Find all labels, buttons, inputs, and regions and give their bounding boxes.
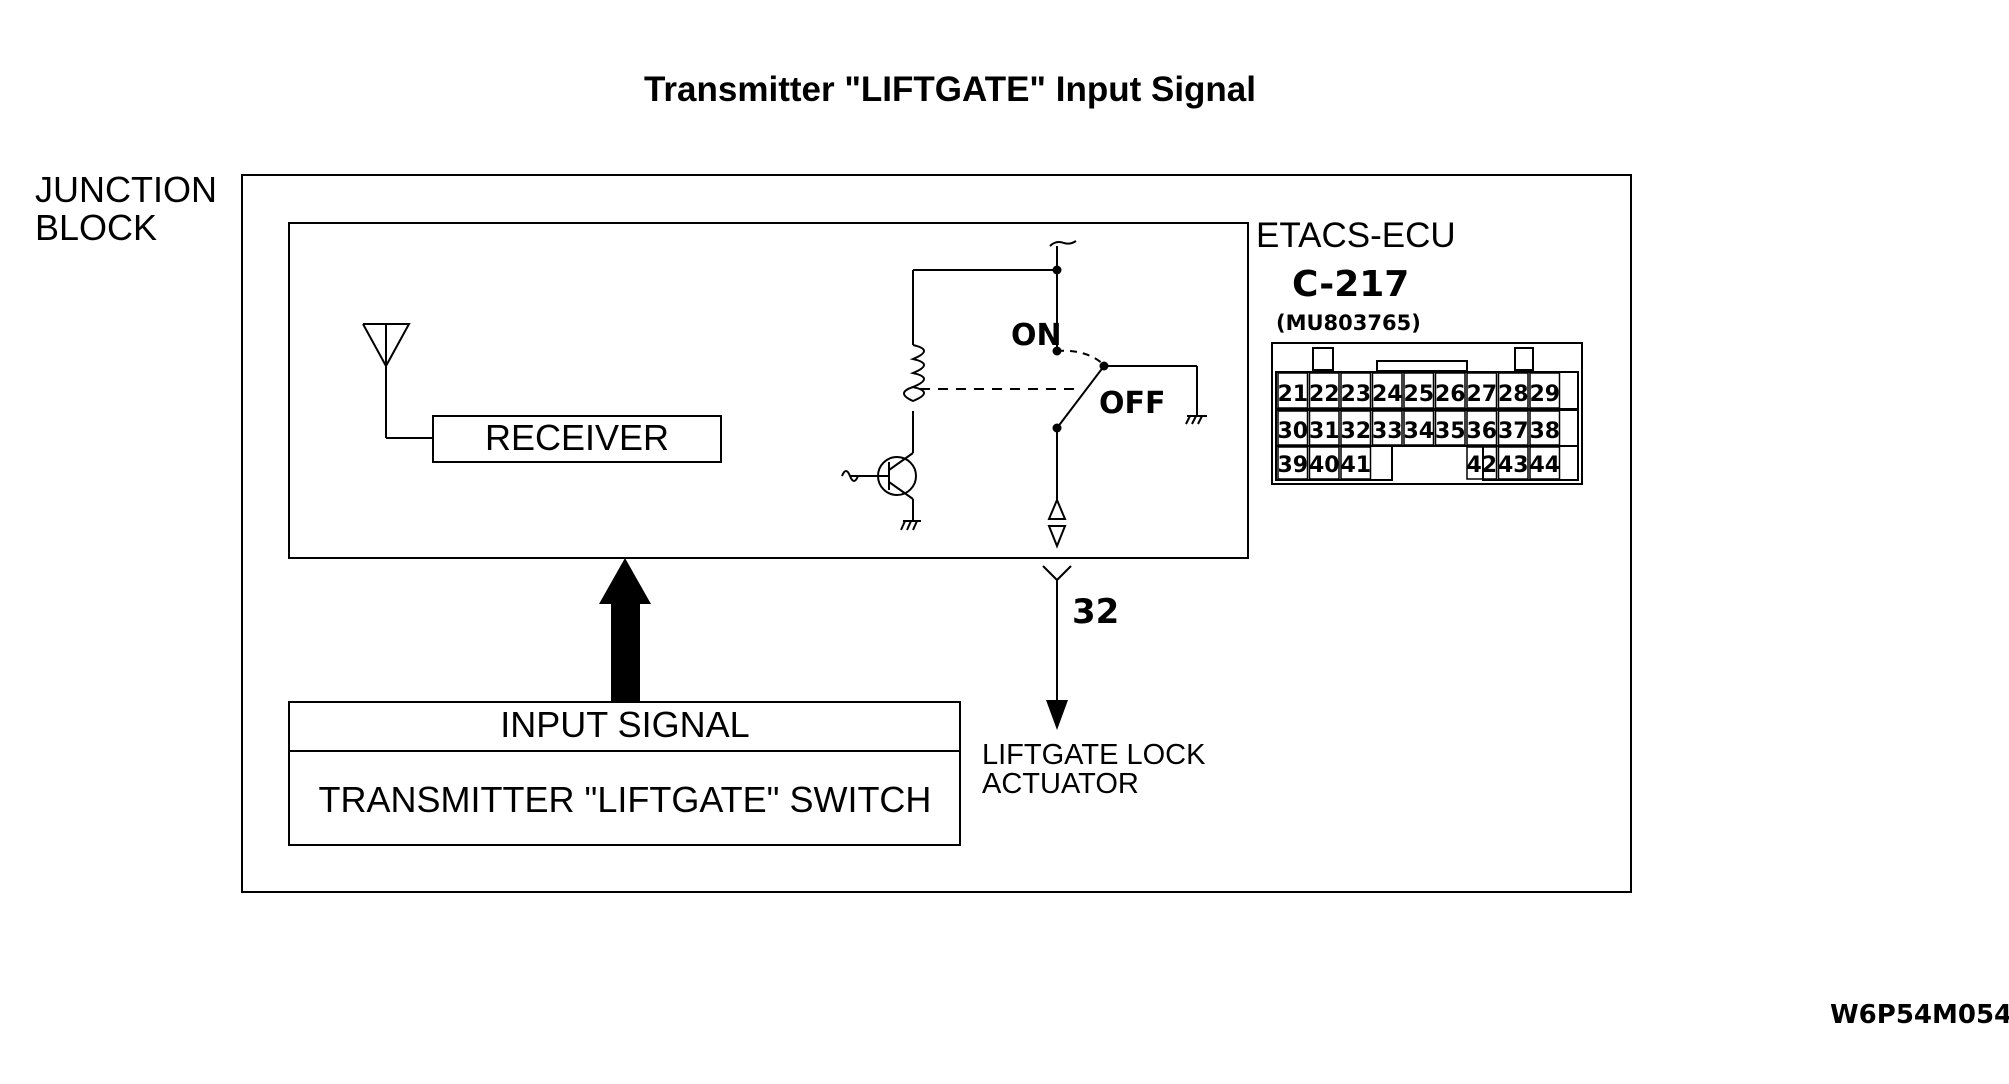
connector-pin-cell [1466, 410, 1498, 446]
terminal-number-label: 32 [1072, 592, 1119, 632]
connector-pin-cell [1434, 410, 1466, 446]
connector-pin-number: 30 [1277, 419, 1308, 444]
connector-pin-number: 21 [1277, 382, 1308, 407]
connector-pin-cell [1403, 372, 1435, 409]
connector-pin-cell [1277, 410, 1309, 446]
connector-pin-number: 38 [1529, 419, 1560, 444]
connector-pin-cell [1497, 410, 1529, 446]
relay-nodes [1052, 265, 1109, 433]
input-signal-box [288, 701, 961, 846]
connector-pin-cell [1308, 372, 1340, 409]
part-number-label: (MU803765) [1276, 311, 1421, 335]
connector-label: C-217 [1292, 264, 1409, 305]
receiver-box [432, 415, 722, 463]
connector-pin-number: 31 [1309, 419, 1340, 444]
connector-pin-number: 33 [1372, 419, 1403, 444]
connector-pin-number: 34 [1403, 419, 1434, 444]
connector-pin-cell [1277, 446, 1309, 480]
connector-pin-number: 42 [1466, 453, 1497, 478]
figure-code: W6P54M054A [1830, 1000, 2009, 1030]
input-signal-header: INPUT SIGNAL [500, 704, 749, 745]
connector-pin-number: 28 [1498, 382, 1529, 407]
connector-pin-cell [1403, 410, 1435, 446]
connector-pin-number: 24 [1372, 382, 1403, 407]
input-signal-source: TRANSMITTER "LIFTGATE" SWITCH [319, 779, 932, 820]
connector-pin-number: 39 [1277, 453, 1308, 478]
connector-pin-cell [1529, 410, 1561, 446]
power-feed-symbol [1049, 240, 1077, 247]
terminal-down-arrow [1047, 525, 1067, 549]
connector-pin-number: 36 [1466, 419, 1497, 444]
connector-pin-cell [1340, 410, 1372, 446]
connector-c217 [1271, 342, 1583, 485]
connector-pin-cell [1308, 410, 1340, 446]
connector-pin-number: 35 [1435, 419, 1466, 444]
connector-pin-number: 40 [1309, 453, 1340, 478]
connector-pin-number: 37 [1498, 419, 1529, 444]
connector-pin-cell [1529, 372, 1561, 409]
receiver-label: RECEIVER [485, 417, 669, 458]
diagram-title: Transmitter "LIFTGATE" Input Signal [644, 70, 1256, 109]
connector-pin-cell [1497, 372, 1529, 409]
connector-pin-cell [1308, 446, 1340, 480]
connector-pin-cell [1529, 446, 1561, 480]
relay-on-label: ON [1011, 318, 1062, 353]
input-signal-arrow [599, 558, 651, 702]
connector-pin-number: 44 [1529, 453, 1560, 478]
relay-circuit [841, 240, 1207, 700]
connector-pin-cell [1277, 372, 1309, 409]
relay-off-label: OFF [1099, 386, 1166, 421]
connector-key-center [1376, 360, 1468, 372]
etacs-ecu-box [288, 222, 1249, 559]
connector-row3-left-frame [1275, 445, 1393, 481]
connector-pin-number: 32 [1340, 419, 1371, 444]
junction-block-label-line2: BLOCK [35, 207, 157, 248]
connector-pin-cell [1340, 446, 1372, 480]
connector-row3-right-frame [1482, 445, 1579, 481]
connector-pin-cell [1497, 446, 1529, 480]
output-label-line2: ACTUATOR [982, 768, 1139, 800]
connector-pin-cell [1466, 372, 1498, 409]
connector-outline [1271, 342, 1583, 485]
connector-pin-cell [1371, 410, 1403, 446]
connector-key-left [1312, 347, 1334, 371]
connector-pin-number: 26 [1435, 382, 1466, 407]
switch-on-dashed [1056, 349, 1105, 366]
connector-pin-cell [1434, 372, 1466, 409]
output-label-line1: LIFTGATE LOCK [982, 739, 1206, 771]
terminal-up-arrow [1047, 497, 1067, 520]
junction-block-frame [241, 174, 1632, 893]
output-arrowhead [1046, 700, 1068, 730]
connector-pin-number: 43 [1498, 453, 1529, 478]
connector-pin-cell [1371, 372, 1403, 409]
connector-pin-number: 22 [1309, 382, 1340, 407]
junction-block-label-line1: JUNCTION [35, 169, 217, 210]
connector-pin-cell [1340, 372, 1372, 409]
connector-row2-frame [1275, 409, 1579, 447]
connector-pin-number: 27 [1466, 382, 1497, 407]
switch-blade [1056, 365, 1105, 429]
ecu-name-label: ETACS-ECU [1256, 216, 1456, 255]
connector-pin-number: 23 [1340, 382, 1371, 407]
connector-key-right [1514, 347, 1534, 371]
connector-pin-number: 25 [1403, 382, 1434, 407]
connector-pin-cell [1466, 446, 1498, 480]
antenna-icon [362, 323, 433, 439]
relay-coil [903, 344, 925, 403]
connector-pin-number: 29 [1529, 382, 1560, 407]
connector-pin-number: 41 [1340, 453, 1371, 478]
